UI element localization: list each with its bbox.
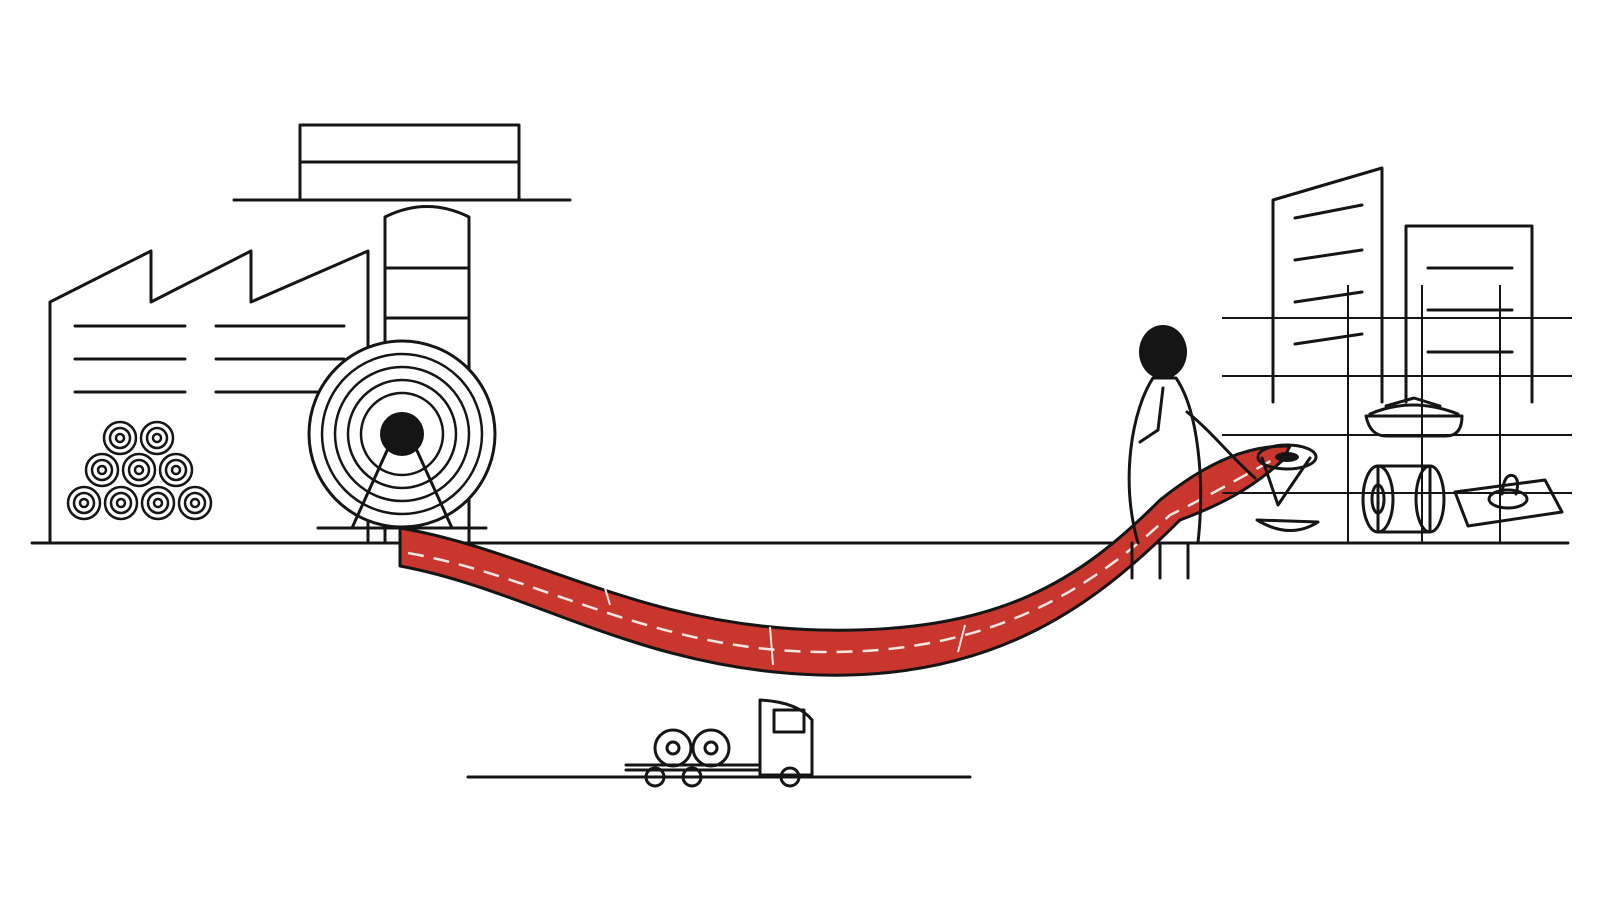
bowl-icon [1364, 396, 1464, 438]
truck-icon [624, 698, 814, 788]
stacked-roll [177, 485, 213, 521]
stacked-roll [158, 452, 194, 488]
office-buildings-icon [1222, 166, 1572, 543]
factory-icon [48, 249, 370, 545]
stacked-roll [140, 485, 176, 521]
person-icon [1127, 325, 1257, 580]
silo-tank-icon [383, 205, 471, 545]
stacked-roll [66, 485, 102, 521]
paper-reel-icon [307, 339, 497, 530]
paper-band-icon [398, 444, 1292, 677]
stacked-rolls-icon [66, 420, 213, 521]
stacked-roll [84, 452, 120, 488]
paper-bag-icon [1453, 473, 1564, 528]
cup-icon [1255, 443, 1320, 532]
stacked-roll [102, 420, 138, 456]
stacked-roll [121, 452, 157, 488]
tissue-roll-icon [1361, 464, 1446, 534]
stacked-roll [103, 485, 139, 521]
rooftop-structure-icon [232, 123, 572, 202]
stacked-roll [139, 420, 175, 456]
